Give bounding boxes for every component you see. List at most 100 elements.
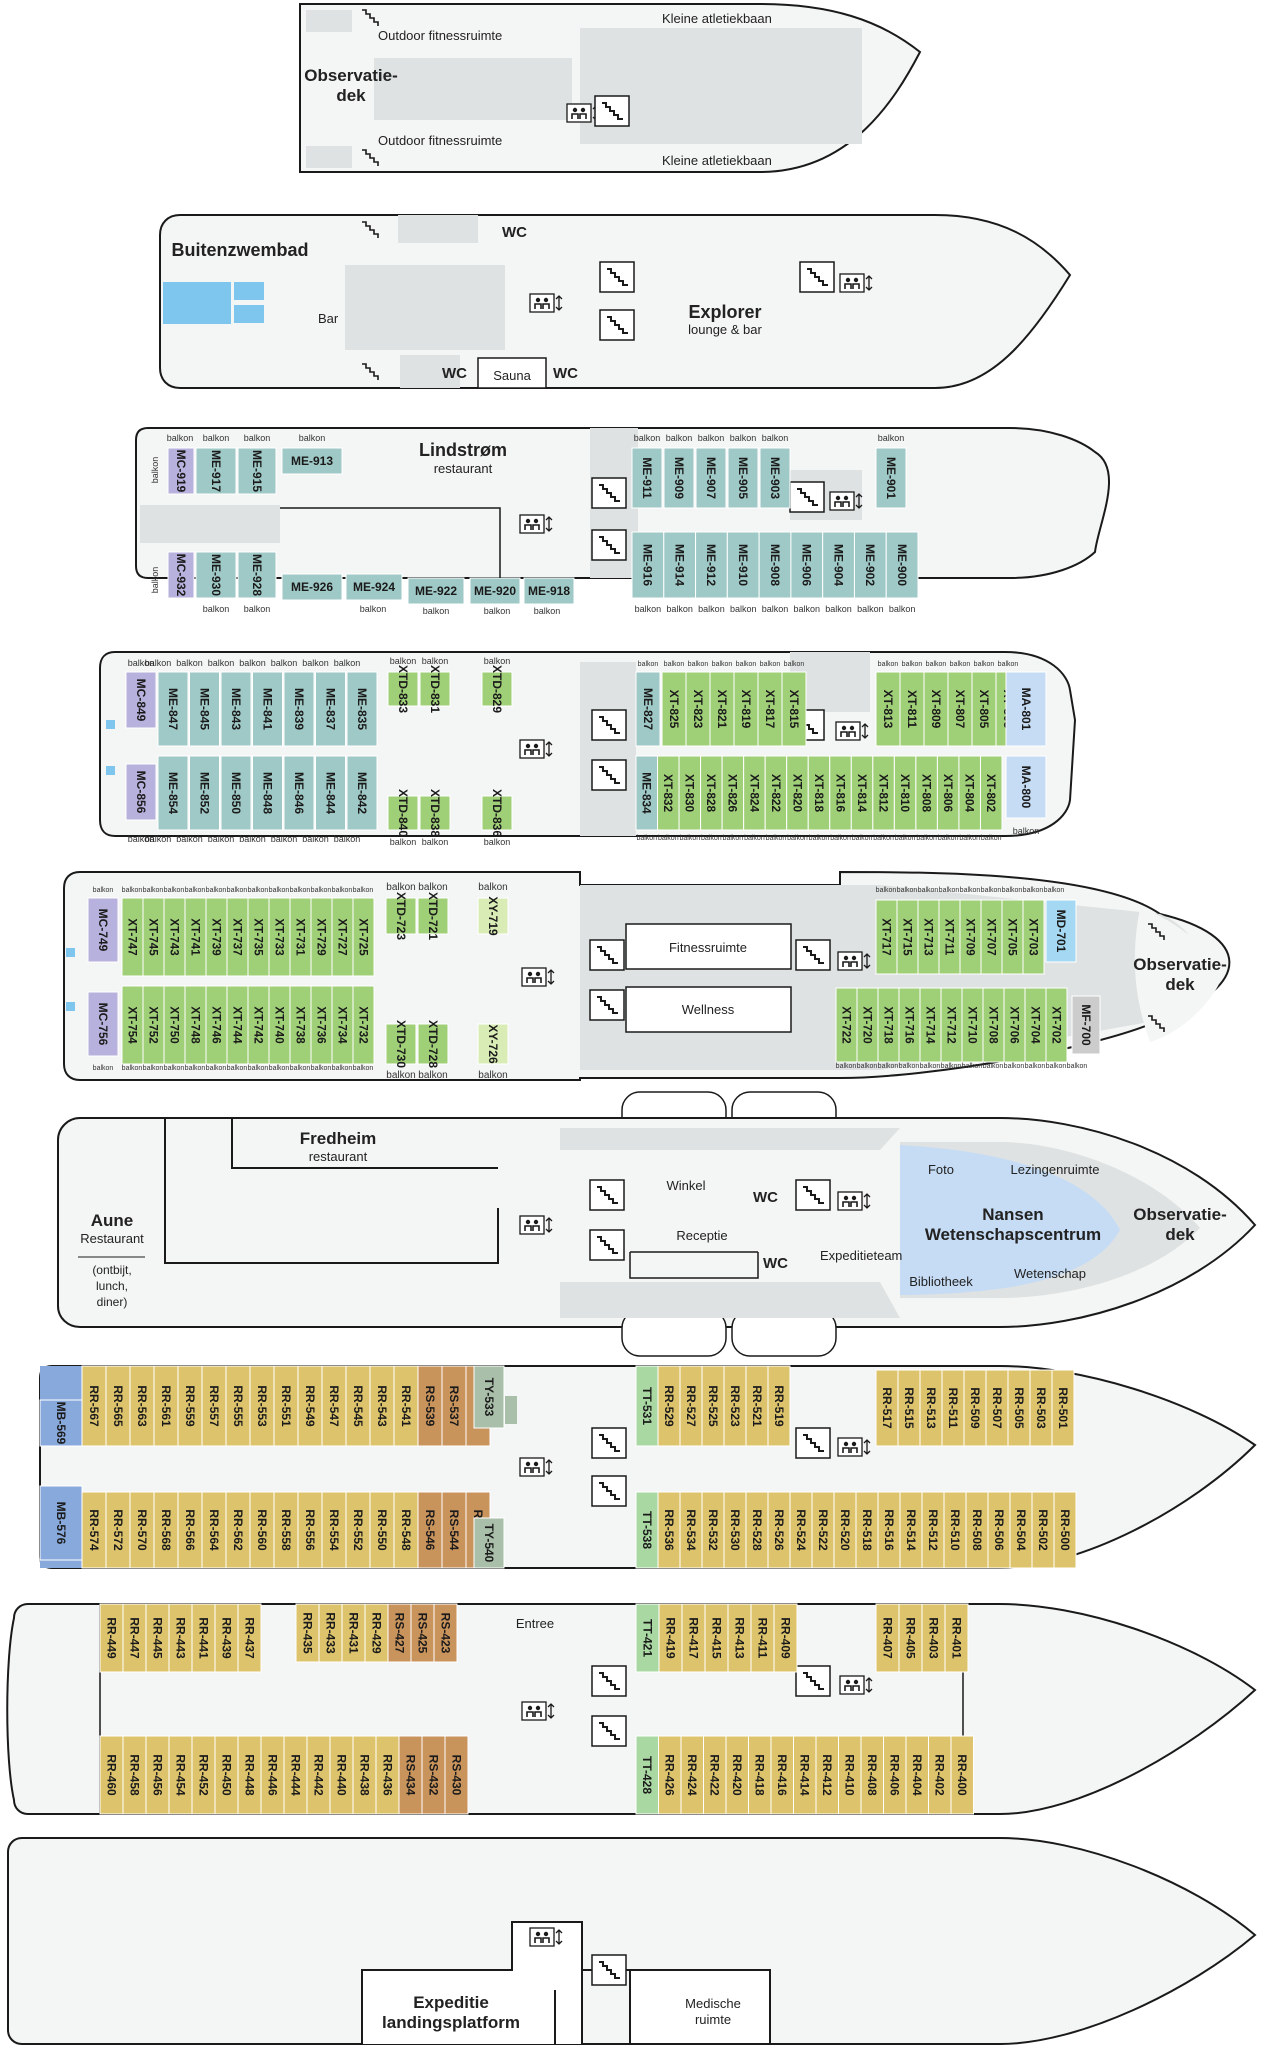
cabin-xt-816[interactable]: XT-816: [829, 755, 852, 831]
cabin-tt-538[interactable]: TT-538: [635, 1491, 659, 1569]
cabin-rr-400[interactable]: RR-400: [950, 1735, 974, 1815]
cabin-rr-528[interactable]: RR-528: [745, 1491, 769, 1569]
cabin-xt-822[interactable]: XT-822: [764, 755, 788, 831]
cabin-rr-558[interactable]: RR-558: [273, 1491, 299, 1569]
cabin-xt-808[interactable]: XT-808: [915, 755, 938, 831]
cabin-rs-430[interactable]: RS-430: [444, 1735, 469, 1815]
cabin-me-906[interactable]: ME-906: [790, 531, 824, 599]
cabin-rs-425[interactable]: RS-425: [410, 1603, 435, 1663]
cabin-xt-809[interactable]: XT-809: [923, 671, 949, 747]
cabin-rr-503[interactable]: RR-503: [1029, 1369, 1053, 1447]
cabin-xt-740[interactable]: XT-740: [268, 985, 291, 1065]
cabin-rs-423[interactable]: RS-423: [433, 1603, 458, 1663]
cabin-xt-708[interactable]: XT-708: [982, 987, 1005, 1063]
cabin-xt-704[interactable]: XT-704: [1024, 987, 1047, 1063]
cabin-xtd-721[interactable]: XTD-721: [417, 892, 449, 940]
cabin-xt-709[interactable]: XT-709: [959, 899, 982, 975]
cabin-rr-406[interactable]: RR-406: [883, 1735, 907, 1815]
cabin-xt-813[interactable]: XT-813: [875, 671, 901, 747]
cabin-rr-429[interactable]: RR-429: [364, 1603, 389, 1663]
cabin-xt-748[interactable]: XT-748: [184, 985, 207, 1065]
cabin-xt-812[interactable]: XT-812: [872, 755, 895, 831]
cabin-me-907[interactable]: ME-907: [695, 447, 727, 509]
cabin-me-903[interactable]: ME-903: [759, 447, 791, 509]
cabin-mf-700[interactable]: MF-700: [1071, 995, 1101, 1055]
cabin-rr-568[interactable]: RR-568: [153, 1491, 179, 1569]
cabin-rr-566[interactable]: RR-566: [177, 1491, 203, 1569]
cabin-me-930[interactable]: ME-930: [195, 551, 237, 599]
cabin-mc-749[interactable]: MC-749: [87, 897, 119, 963]
cabin-rr-410[interactable]: RR-410: [838, 1735, 862, 1815]
cabin-ty-540[interactable]: TY-540: [473, 1517, 505, 1569]
cabin-ma-800[interactable]: MA-800: [1005, 755, 1047, 819]
cabin-me-922[interactable]: ME-922: [407, 577, 465, 605]
cabin-rr-404[interactable]: RR-404: [905, 1735, 929, 1815]
cabin-mc-849[interactable]: MC-849: [125, 671, 157, 729]
cabin-rr-502[interactable]: RR-502: [1031, 1491, 1055, 1569]
cabin-rr-454[interactable]: RR-454: [168, 1735, 193, 1815]
cabin-xt-718[interactable]: XT-718: [877, 987, 900, 1063]
cabin-xt-715[interactable]: XT-715: [896, 899, 919, 975]
cabin-me-901[interactable]: ME-901: [875, 447, 907, 509]
cabin-rr-529[interactable]: RR-529: [657, 1365, 681, 1447]
cabin-rr-443[interactable]: RR-443: [168, 1603, 193, 1673]
cabin-xt-717[interactable]: XT-717: [875, 899, 898, 975]
cabin-me-848[interactable]: ME-848: [252, 755, 283, 831]
cabin-rr-414[interactable]: RR-414: [793, 1735, 817, 1815]
cabin-me-846[interactable]: ME-846: [283, 755, 315, 831]
cabin-rr-437[interactable]: RR-437: [237, 1603, 262, 1673]
cabin-ty-533[interactable]: TY-533: [473, 1365, 505, 1429]
cabin-xt-720[interactable]: XT-720: [856, 987, 879, 1063]
cabin-xtd-728[interactable]: XTD-728: [417, 1020, 449, 1068]
cabin-xt-807[interactable]: XT-807: [947, 671, 973, 747]
cabin-rr-442[interactable]: RR-442: [306, 1735, 331, 1815]
cabin-mc-756[interactable]: MC-756: [87, 991, 119, 1057]
cabin-tt-531[interactable]: TT-531: [635, 1365, 659, 1447]
cabin-me-908[interactable]: ME-908: [758, 531, 792, 599]
cabin-rs-539[interactable]: RS-539: [417, 1365, 443, 1447]
cabin-me-842[interactable]: ME-842: [346, 755, 378, 831]
cabin-xt-742[interactable]: XT-742: [247, 985, 270, 1065]
cabin-rr-519[interactable]: RR-519: [767, 1365, 791, 1447]
cabin-rs-546[interactable]: RS-546: [417, 1491, 443, 1569]
cabin-rr-458[interactable]: RR-458: [122, 1735, 147, 1815]
cabin-xt-825[interactable]: XT-825: [661, 671, 687, 747]
cabin-me-926[interactable]: ME-926: [281, 573, 343, 601]
cabin-xt-805[interactable]: XT-805: [971, 671, 997, 747]
cabin-xt-703[interactable]: XT-703: [1022, 899, 1045, 975]
cabin-rr-548[interactable]: RR-548: [393, 1491, 419, 1569]
cabin-xt-817[interactable]: XT-817: [757, 671, 783, 747]
cabin-me-909[interactable]: ME-909: [663, 447, 695, 509]
cabin-xt-823[interactable]: XT-823: [685, 671, 711, 747]
cabin-rr-536[interactable]: RR-536: [657, 1491, 681, 1569]
cabin-me-904[interactable]: ME-904: [822, 531, 855, 599]
cabin-xt-733[interactable]: XT-733: [268, 897, 291, 977]
cabin-rr-555[interactable]: RR-555: [225, 1365, 251, 1447]
cabin-xtd-840[interactable]: XTD-840: [387, 789, 419, 837]
cabin-rr-439[interactable]: RR-439: [214, 1603, 239, 1673]
cabin-rs-544[interactable]: RS-544: [441, 1491, 467, 1569]
cabin-rr-403[interactable]: RR-403: [921, 1603, 946, 1673]
cabin-rs-427[interactable]: RS-427: [387, 1603, 412, 1663]
cabin-rr-450[interactable]: RR-450: [214, 1735, 239, 1815]
cabin-rr-515[interactable]: RR-515: [897, 1369, 921, 1447]
cabin-rr-456[interactable]: RR-456: [145, 1735, 170, 1815]
cabin-xt-802[interactable]: XT-802: [979, 755, 1003, 831]
cabin-me-928[interactable]: ME-928: [237, 551, 277, 599]
cabin-rr-512[interactable]: RR-512: [921, 1491, 945, 1569]
cabin-xt-815[interactable]: XT-815: [781, 671, 807, 747]
cabin-rr-523[interactable]: RR-523: [723, 1365, 747, 1447]
cabin-xt-712[interactable]: XT-712: [940, 987, 963, 1063]
cabin-me-911[interactable]: ME-911: [631, 447, 663, 509]
cabin-rr-447[interactable]: RR-447: [122, 1603, 147, 1673]
cabin-rr-510[interactable]: RR-510: [943, 1491, 967, 1569]
cabin-xtd-723[interactable]: XTD-723: [385, 892, 417, 940]
cabin-xt-707[interactable]: XT-707: [980, 899, 1003, 975]
cabin-rr-547[interactable]: RR-547: [321, 1365, 347, 1447]
cabin-xtd-831[interactable]: XTD-831: [419, 665, 451, 713]
cabin-rr-513[interactable]: RR-513: [919, 1369, 943, 1447]
cabin-me-827[interactable]: ME-827: [635, 671, 661, 747]
cabin-rr-559[interactable]: RR-559: [177, 1365, 203, 1447]
cabin-rr-407[interactable]: RR-407: [875, 1603, 900, 1673]
cabin-xt-722[interactable]: XT-722: [835, 987, 858, 1063]
